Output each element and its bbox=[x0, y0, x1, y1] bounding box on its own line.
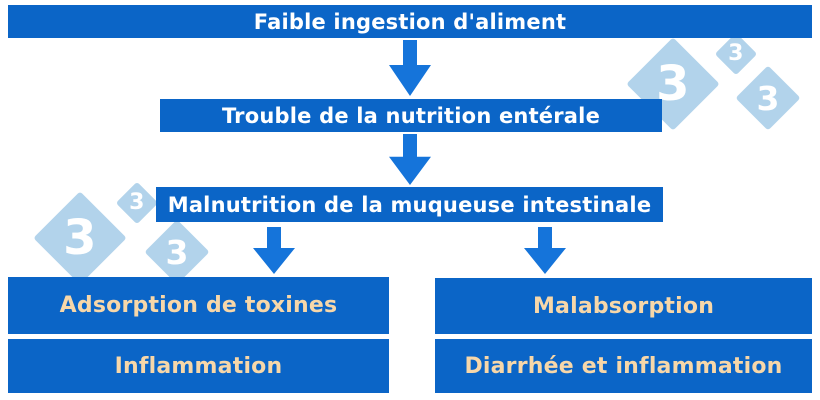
down-arrow-level1-to-level2 bbox=[389, 40, 431, 96]
diamond-number: 3 bbox=[63, 210, 97, 266]
flow-node-diarrhee-inflammation: Diarrhée et inflammation bbox=[435, 339, 812, 393]
flow-node-malabsorption: Malabsorption bbox=[435, 278, 812, 334]
diamond-number: 3 bbox=[728, 41, 744, 66]
decoration-diamond-medium-right: 3 bbox=[735, 65, 801, 131]
diamond-number: 3 bbox=[756, 78, 780, 118]
decoration-diamond-medium-left: 3 bbox=[144, 219, 210, 285]
flow-node-trouble-nutrition: Trouble de la nutrition entérale bbox=[160, 99, 662, 132]
flow-node-faible-ingestion: Faible ingestion d'aliment bbox=[8, 5, 812, 38]
diamond-number: 3 bbox=[165, 232, 189, 272]
decoration-diamond-small-left: 3 bbox=[115, 181, 159, 225]
diamond-number: 3 bbox=[129, 190, 145, 215]
down-arrow-level2-to-level3 bbox=[389, 134, 431, 185]
flow-node-malnutrition-muqueuse: Malnutrition de la muqueuse intestinale bbox=[156, 187, 663, 222]
down-arrow-to-left-branch bbox=[253, 227, 295, 274]
decoration-diamond-small-right: 3 bbox=[714, 32, 758, 76]
decoration-diamond-large-left: 3 bbox=[33, 191, 127, 285]
flow-node-inflammation: Inflammation bbox=[8, 339, 389, 393]
flow-node-adsorption-toxines: Adsorption de toxines bbox=[8, 277, 389, 334]
down-arrow-to-right-branch bbox=[524, 227, 566, 274]
